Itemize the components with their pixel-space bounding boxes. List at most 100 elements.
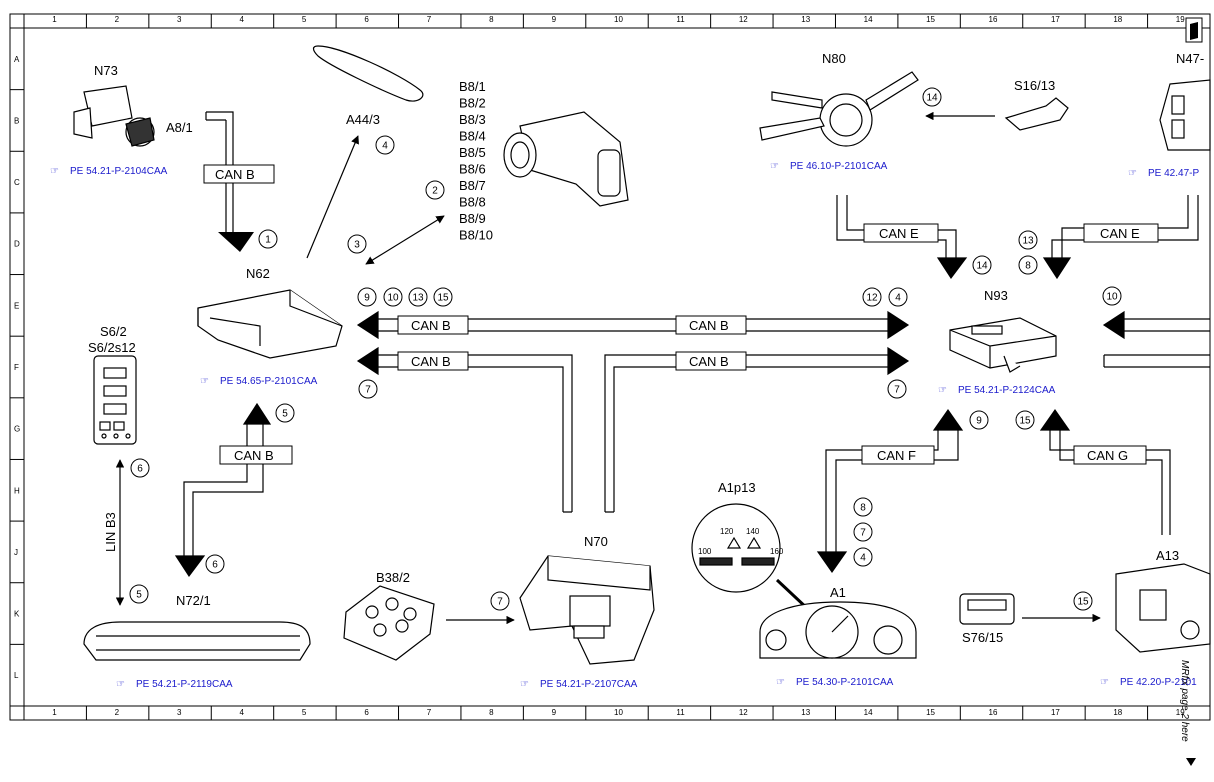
- grid-column-label: 17: [1051, 15, 1060, 24]
- grid-column-label: 7: [427, 708, 432, 717]
- signal-circle: [1015, 410, 1035, 430]
- signal-circle-number: 7: [894, 385, 900, 396]
- grid-column-label: 6: [364, 708, 369, 717]
- grid-column-label: 2: [115, 15, 120, 24]
- label-n72-1: N72/1: [176, 593, 211, 608]
- ref-a1[interactable]: ☞ PE 54.30-P-2101CAA: [776, 677, 894, 688]
- signal-circle-number: 7: [860, 528, 866, 539]
- side-note: MRfix page 2 here: [1179, 660, 1190, 742]
- b38-2-rain-sensor-drawing: [343, 585, 435, 661]
- grid-column-label: 1: [52, 708, 57, 717]
- ref-a13[interactable]: ☞ PE 42.20-P-2101: [1100, 677, 1197, 688]
- grid-column-label: 9: [552, 15, 557, 24]
- grid-row-label: E: [14, 301, 19, 310]
- signal-circle-number: 15: [1077, 597, 1089, 608]
- grid-column-label: 5: [302, 15, 307, 24]
- grid-column-label: 12: [739, 15, 748, 24]
- label-n47: N47-: [1176, 51, 1204, 66]
- signal-circle: [258, 229, 278, 249]
- grid-column-ruler: 1122334455667788991010111112121313141415…: [52, 14, 1185, 720]
- signal-circle: [1018, 255, 1038, 275]
- signal-circle: [853, 497, 873, 517]
- ref-n47[interactable]: ☞ PE 42.47-P: [1128, 168, 1199, 179]
- ref-text-n93: PE 54.21-P-2124CAA: [958, 385, 1056, 396]
- signal-circle: [358, 379, 378, 399]
- signal-circle: [357, 287, 377, 307]
- label-s16-13: S16/13: [1014, 78, 1055, 93]
- signal-circle: [205, 554, 225, 574]
- signal-circle-number: 6: [137, 464, 143, 475]
- ref-n73[interactable]: ☞ PE 54.21-P-2104CAA: [50, 166, 168, 177]
- gauge-value-120: 120: [720, 527, 734, 536]
- grid-column-label: 15: [926, 708, 935, 717]
- can-label-boxes: [203, 164, 1159, 465]
- can-label-e-left: CAN E: [879, 226, 919, 241]
- grid-row-label: J: [14, 548, 18, 557]
- signal-circle-number: 13: [1022, 236, 1034, 247]
- ref-text-n70: PE 54.21-P-2107CAA: [540, 679, 638, 690]
- signal-circle: [862, 287, 882, 307]
- signal-circle-number: 13: [412, 293, 424, 304]
- signal-circle-number: 2: [432, 186, 438, 197]
- ref-n80[interactable]: ☞ PE 46.10-P-2101CAA: [770, 161, 888, 172]
- grid-column-label: 13: [801, 708, 810, 717]
- signal-circle: [425, 180, 445, 200]
- a1p13-gauge-detail-drawing: [691, 503, 781, 593]
- signal-circle: [1018, 230, 1038, 250]
- s76-15-switch-drawing: [959, 593, 1015, 625]
- signal-circle: [1073, 591, 1093, 611]
- ref-n62[interactable]: ☞ PE 54.65-P-2101CAA: [200, 376, 318, 387]
- signal-circle-number: 4: [382, 141, 388, 152]
- grid-row-label: D: [14, 240, 20, 249]
- label-n62: N62: [246, 266, 270, 281]
- pointer-hand-icon: ☞: [770, 161, 779, 172]
- label-b8-item: B8/4: [459, 129, 486, 144]
- grid-column-label: 19: [1176, 15, 1185, 24]
- can-label-b-n72: CAN B: [234, 448, 274, 463]
- ref-n70[interactable]: ☞ PE 54.21-P-2107CAA: [520, 679, 638, 690]
- label-n80: N80: [822, 51, 846, 66]
- ref-text-a1: PE 54.30-P-2101CAA: [796, 677, 894, 688]
- ref-text-a13: PE 42.20-P-2101: [1120, 677, 1197, 688]
- label-b8-item: B8/9: [459, 211, 486, 226]
- grid-column-label: 6: [364, 15, 369, 24]
- grid-column-label: 4: [239, 708, 244, 717]
- grid-column-label: 2: [115, 708, 120, 717]
- grid-row-label: G: [14, 425, 20, 434]
- signal-circle: [375, 135, 395, 155]
- label-a1p13: A1p13: [718, 480, 756, 495]
- grid-column-label: 16: [989, 15, 998, 24]
- signal-circle: [922, 87, 942, 107]
- pointer-hand-icon: ☞: [776, 677, 785, 688]
- label-b8-item: B8/6: [459, 162, 486, 177]
- label-b8-item: B8/5: [459, 145, 486, 160]
- grid-column-label: 11: [676, 708, 685, 717]
- label-n73: N73: [94, 63, 118, 78]
- gauge-value-140: 140: [746, 527, 760, 536]
- n62-parktronic-module-drawing: [197, 289, 343, 359]
- n47-module-drawing: [1159, 79, 1211, 151]
- label-b8-item: B8/2: [459, 96, 486, 111]
- ref-text-n62: PE 54.65-P-2101CAA: [220, 376, 318, 387]
- label-a1: A1: [830, 585, 846, 600]
- ref-n72-1[interactable]: ☞ PE 54.21-P-2119CAA: [116, 679, 233, 690]
- grid-column-label: 7: [427, 15, 432, 24]
- grid-column-label: 10: [614, 15, 623, 24]
- grid-column-label: 11: [676, 15, 685, 24]
- grid-column-label: 18: [1113, 708, 1122, 717]
- s6-2-overhead-panel-drawing: [93, 355, 137, 445]
- signal-circle-number: 5: [136, 590, 142, 601]
- gauge-value-160: 160: [770, 547, 784, 556]
- signal-circle: [853, 522, 873, 542]
- grid-column-label: 9: [552, 708, 557, 717]
- can-label-b-bot-left: CAN B: [411, 354, 451, 369]
- grid-column-label: 8: [489, 708, 494, 717]
- pointer-hand-icon: ☞: [1100, 677, 1109, 688]
- ref-n93[interactable]: ☞ PE 54.21-P-2124CAA: [938, 385, 1056, 396]
- signal-circle: [130, 458, 150, 478]
- grid-column-label: 14: [864, 708, 873, 717]
- label-b38-2: B38/2: [376, 570, 410, 585]
- signal-circle: [853, 547, 873, 567]
- signal-circle-number: 1: [265, 235, 271, 246]
- signal-circle-number: 5: [282, 409, 288, 420]
